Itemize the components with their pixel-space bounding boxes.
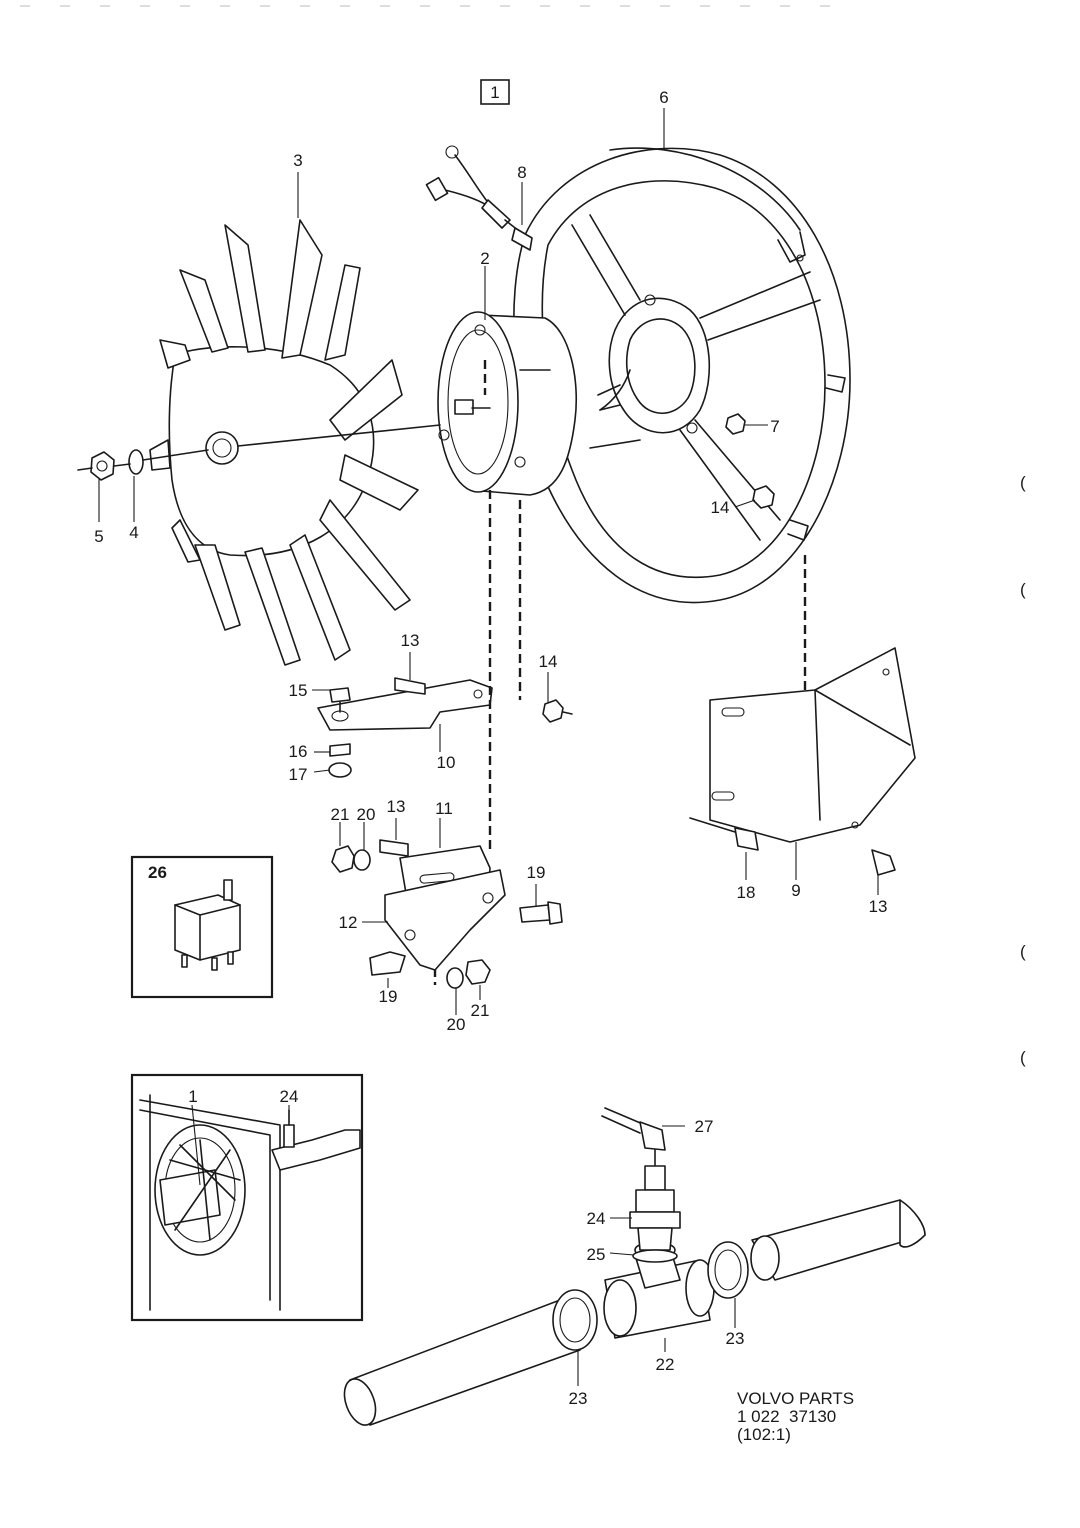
footer-ref: (102:1) bbox=[737, 1425, 791, 1444]
callout-13: 13 bbox=[387, 797, 406, 816]
temperature-sender bbox=[601, 1107, 681, 1263]
callout-19: 19 bbox=[379, 987, 398, 1006]
callout-20: 20 bbox=[447, 1015, 466, 1034]
callout-1: 1 bbox=[188, 1087, 197, 1106]
callout-24: 24 bbox=[280, 1087, 299, 1106]
callout-10: 10 bbox=[437, 753, 456, 772]
callout-9: 9 bbox=[791, 881, 800, 900]
callout-21: 21 bbox=[331, 805, 350, 824]
callout-14: 14 bbox=[539, 652, 558, 671]
fan-motor bbox=[437, 311, 641, 496]
callout-22: 22 bbox=[656, 1355, 675, 1374]
footer-brand: VOLVO PARTS bbox=[737, 1389, 854, 1408]
callout-2: 2 bbox=[480, 249, 489, 268]
margin-mark: ( bbox=[1020, 942, 1026, 961]
callout-15: 15 bbox=[289, 681, 308, 700]
section-number: 1 bbox=[490, 83, 499, 102]
fan-shroud bbox=[513, 147, 851, 604]
callout-19: 19 bbox=[527, 863, 546, 882]
footer-reference: VOLVO PARTS 1 022 37130 (102:1) bbox=[737, 1389, 854, 1444]
bracket-11-12 bbox=[331, 839, 563, 989]
callout-7: 7 bbox=[770, 417, 779, 436]
callout-18: 18 bbox=[737, 883, 756, 902]
relay-inset-number: 26 bbox=[148, 863, 167, 882]
bracket-10 bbox=[317, 677, 573, 778]
margin-marks: ( ( ( ( bbox=[1020, 473, 1026, 1067]
margin-mark: ( bbox=[1020, 1048, 1026, 1067]
callout-23: 23 bbox=[569, 1389, 588, 1408]
callout-13: 13 bbox=[401, 631, 420, 650]
callout-17: 17 bbox=[289, 765, 308, 784]
coolant-pipe-assembly bbox=[343, 1199, 926, 1426]
nut-and-washer bbox=[77, 449, 209, 481]
callout-3: 3 bbox=[293, 151, 302, 170]
callout-23: 23 bbox=[726, 1329, 745, 1348]
callout-labels: 1 2 3 4 5 6 7 8 9 10 11 12 13 13 13 14 1… bbox=[94, 88, 887, 1408]
margin-mark: ( bbox=[1020, 473, 1026, 492]
margin-mark: ( bbox=[1020, 580, 1026, 599]
callout-24: 24 bbox=[587, 1209, 606, 1228]
callout-25: 25 bbox=[587, 1245, 606, 1264]
callout-20: 20 bbox=[357, 805, 376, 824]
radiator-inset bbox=[130, 1073, 364, 1322]
footer-number: 1 022 37130 bbox=[737, 1407, 836, 1426]
callout-27: 27 bbox=[695, 1117, 714, 1136]
relay-inset: 26 bbox=[130, 855, 274, 999]
callout-13: 13 bbox=[869, 897, 888, 916]
callout-4: 4 bbox=[129, 523, 138, 542]
leader-lines bbox=[98, 108, 879, 1386]
callout-8: 8 bbox=[517, 163, 526, 182]
bracket-9 bbox=[689, 647, 916, 876]
callout-6: 6 bbox=[659, 88, 668, 107]
callout-5: 5 bbox=[94, 527, 103, 546]
callout-12: 12 bbox=[339, 913, 358, 932]
callout-16: 16 bbox=[289, 742, 308, 761]
callout-21: 21 bbox=[471, 1001, 490, 1020]
callout-11: 11 bbox=[435, 799, 453, 818]
fan-blade bbox=[149, 219, 441, 666]
section-box: 1 bbox=[480, 79, 510, 105]
callout-14: 14 bbox=[711, 498, 730, 517]
wire-harness bbox=[425, 145, 533, 251]
shroud-nuts bbox=[725, 413, 775, 509]
